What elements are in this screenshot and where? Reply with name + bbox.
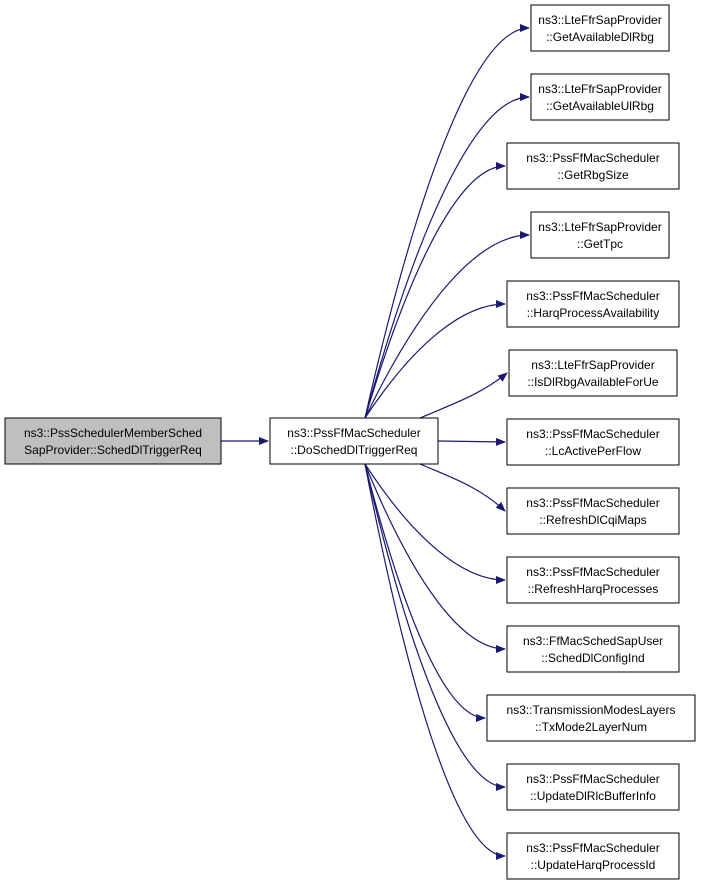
node-callee-box bbox=[506, 142, 680, 190]
node-callee-box bbox=[506, 280, 680, 328]
node-callee-line: ::RefreshHarqProcesses bbox=[528, 582, 659, 596]
node-callee-line: ns3::FfMacSchedSapUser bbox=[523, 634, 663, 648]
node-callee-line: ns3::TransmissionModesLayers bbox=[507, 703, 676, 717]
node-callee-line: ::IsDlRbgAvailableForUe bbox=[527, 375, 658, 389]
node-callee-box bbox=[506, 832, 680, 880]
node-callee-box bbox=[530, 4, 670, 52]
node-callee[interactable]: ns3::PssFfMacScheduler::RefreshDlCqiMaps bbox=[506, 487, 680, 535]
node-callee-box bbox=[506, 763, 680, 811]
node-callee-line: ::LcActivePerFlow bbox=[545, 444, 641, 458]
node-center-box bbox=[269, 417, 439, 465]
node-callee-line: ns3::PssFfMacScheduler bbox=[526, 772, 659, 786]
node-callee-line: ::SchedDlConfigInd bbox=[541, 651, 644, 665]
edges bbox=[221, 24, 530, 860]
node-callee-line: ::UpdateDlRlcBufferInfo bbox=[530, 789, 656, 803]
edge-center-to-callee bbox=[364, 231, 530, 419]
node-center-line-1: ns3::PssFfMacScheduler bbox=[287, 426, 420, 440]
edge-center-to-callee bbox=[419, 372, 508, 419]
node-callee-line: ns3::PssFfMacScheduler bbox=[526, 496, 659, 510]
node-callee-box bbox=[506, 556, 680, 604]
edge-center-to-callee bbox=[364, 93, 530, 419]
node-callee-line: ns3::PssFfMacScheduler bbox=[526, 427, 659, 441]
node-callee-line: ns3::LteFfrSapProvider bbox=[531, 358, 654, 372]
node-callee-line: ns3::LteFfrSapProvider bbox=[538, 82, 661, 96]
node-callee[interactable]: ns3::LteFfrSapProvider::GetAvailableDlRb… bbox=[530, 4, 670, 52]
node-callee[interactable]: ns3::LteFfrSapProvider::IsDlRbgAvailable… bbox=[508, 349, 678, 397]
edge-center-to-callee bbox=[364, 463, 486, 722]
edge-center-to-callee bbox=[437, 437, 506, 446]
node-callee[interactable]: ns3::PssFfMacScheduler::GetRbgSize bbox=[506, 142, 680, 190]
node-callee-line: ns3::PssFfMacScheduler bbox=[526, 565, 659, 579]
node-callee-box bbox=[506, 487, 680, 535]
edge-center-to-callee bbox=[364, 24, 530, 419]
node-center-line-2: ::DoSchedDlTriggerReq bbox=[291, 443, 418, 457]
node-callee-line: ns3::PssFfMacScheduler bbox=[526, 151, 659, 165]
node-callee[interactable]: ns3::LteFfrSapProvider::GetAvailableUlRb… bbox=[530, 73, 670, 121]
node-callee[interactable]: ns3::TransmissionModesLayers::TxMode2Lay… bbox=[486, 694, 696, 742]
node-callee[interactable]: ns3::PssFfMacScheduler::LcActivePerFlow bbox=[506, 418, 680, 466]
node-callee-line: ::GetRbgSize bbox=[557, 168, 629, 182]
node-root[interactable]: ns3::PssSchedulerMemberSched SapProvider… bbox=[4, 417, 222, 465]
node-callee-line: ::TxMode2LayerNum bbox=[535, 720, 647, 734]
node-callee-line: ::HarqProcessAvailability bbox=[527, 306, 660, 320]
node-callee[interactable]: ns3::PssFfMacScheduler::UpdateDlRlcBuffe… bbox=[506, 763, 680, 811]
node-center[interactable]: ns3::PssFfMacScheduler ::DoSchedDlTrigge… bbox=[269, 417, 439, 465]
node-callee[interactable]: ns3::PssFfMacScheduler::RefreshHarqProce… bbox=[506, 556, 680, 604]
node-root-box bbox=[4, 417, 222, 465]
node-callee-line: ::GetAvailableDlRbg bbox=[546, 30, 654, 44]
node-callee-box bbox=[530, 73, 670, 121]
node-callee[interactable]: ns3::PssFfMacScheduler::UpdateHarqProces… bbox=[506, 832, 680, 880]
node-callee-box bbox=[506, 418, 680, 466]
node-root-line-2: SapProvider::SchedDlTriggerReq bbox=[24, 443, 202, 457]
node-callee-line: ::RefreshDlCqiMaps bbox=[539, 513, 646, 527]
node-callee[interactable]: ns3::PssFfMacScheduler::HarqProcessAvail… bbox=[506, 280, 680, 328]
edge-center-to-callee bbox=[419, 463, 506, 512]
edge-center-to-callee bbox=[364, 300, 506, 419]
node-root-line-1: ns3::PssSchedulerMemberSched bbox=[24, 426, 202, 440]
node-callee-line: ::GetTpc bbox=[577, 237, 623, 251]
edge-center-to-callee bbox=[364, 463, 506, 584]
node-callee[interactable]: ns3::FfMacSchedSapUser::SchedDlConfigInd bbox=[506, 625, 680, 673]
node-callee-box bbox=[530, 211, 670, 259]
node-callee-line: ns3::PssFfMacScheduler bbox=[526, 841, 659, 855]
node-callee-box bbox=[486, 694, 696, 742]
node-callee-line: ns3::LteFfrSapProvider bbox=[538, 220, 661, 234]
edge-center-to-callee bbox=[364, 463, 506, 791]
edge-center-to-callee bbox=[364, 463, 506, 860]
node-callee-box bbox=[508, 349, 678, 397]
node-callee-line: ns3::LteFfrSapProvider bbox=[538, 13, 661, 27]
node-callee-line: ::UpdateHarqProcessId bbox=[531, 858, 656, 872]
callee-nodes: ns3::LteFfrSapProvider::GetAvailableDlRb… bbox=[486, 4, 696, 880]
edge-center-to-callee bbox=[364, 162, 506, 419]
edge-center-to-callee bbox=[364, 463, 506, 653]
node-callee-box bbox=[506, 625, 680, 673]
node-callee-line: ns3::PssFfMacScheduler bbox=[526, 289, 659, 303]
node-callee[interactable]: ns3::LteFfrSapProvider::GetTpc bbox=[530, 211, 670, 259]
node-callee-line: ::GetAvailableUlRbg bbox=[546, 99, 654, 113]
